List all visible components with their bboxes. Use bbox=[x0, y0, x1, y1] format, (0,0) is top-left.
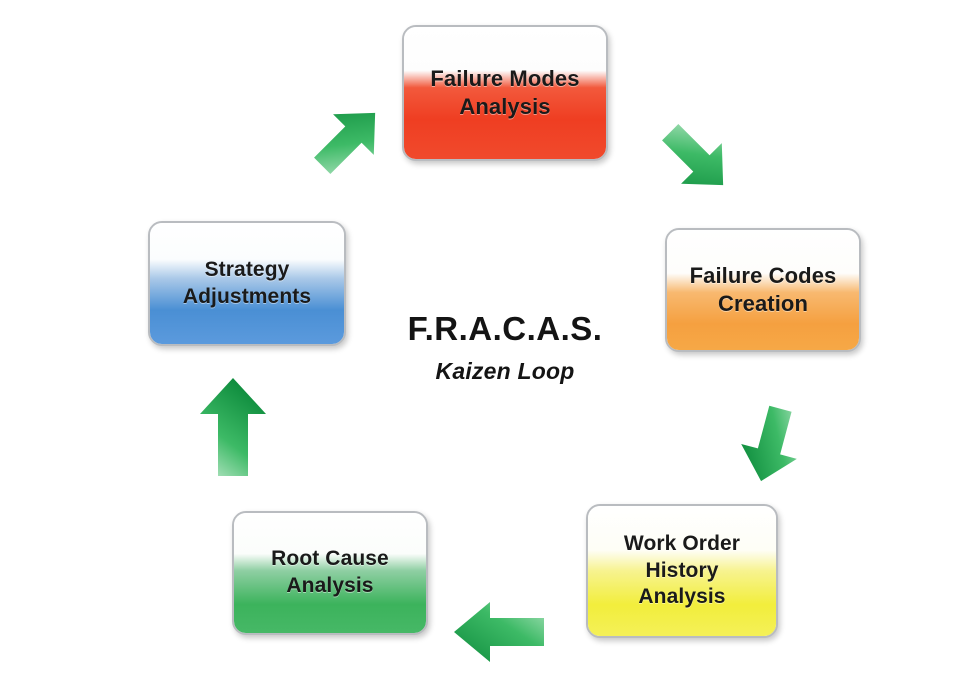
arrow-root-cause-to-strategy-icon bbox=[190, 372, 276, 480]
node-fill-yellow bbox=[588, 506, 776, 636]
node-line-1: Strategy bbox=[204, 257, 290, 281]
node-label-failure-codes-creation: Failure Codes Creation bbox=[690, 262, 837, 318]
node-failure-modes-analysis[interactable]: Failure Modes Analysis bbox=[402, 25, 608, 161]
node-line-1: Root Cause bbox=[271, 547, 389, 571]
node-fill-green bbox=[234, 513, 426, 633]
arrow-failure-modes-to-failure-codes-icon bbox=[648, 110, 744, 206]
node-line-1: Failure Modes bbox=[430, 65, 580, 91]
node-strategy-adjustments[interactable]: Strategy Adjustments bbox=[148, 221, 346, 346]
diagram-subtitle: Kaizen Loop bbox=[435, 358, 575, 384]
node-work-order-history-analysis[interactable]: Work Order History Analysis bbox=[586, 504, 778, 638]
node-line-1: Work Order bbox=[623, 531, 741, 555]
diagram-title: F.R.A.C.A.S. bbox=[407, 310, 603, 347]
node-line-3: Analysis bbox=[638, 585, 726, 609]
node-line-2: History bbox=[645, 558, 719, 582]
node-label-work-order-history-analysis: Work Order History Analysis bbox=[624, 531, 740, 612]
node-fill-blue bbox=[150, 223, 344, 344]
arrow-failure-codes-to-work-order-icon bbox=[723, 396, 819, 492]
node-line-2: Analysis bbox=[286, 574, 374, 597]
node-line-1: Failure Codes bbox=[689, 262, 837, 288]
arrow-strategy-to-failure-modes-icon bbox=[300, 92, 396, 188]
node-label-strategy-adjustments: Strategy Adjustments bbox=[183, 257, 311, 311]
node-fill-red bbox=[404, 27, 606, 159]
node-line-2: Creation bbox=[717, 291, 809, 316]
node-line-2: Adjustments bbox=[182, 284, 312, 308]
node-fill-orange bbox=[667, 230, 859, 350]
node-label-root-cause-analysis: Root Cause Analysis bbox=[271, 546, 389, 600]
node-label-failure-modes-analysis: Failure Modes Analysis bbox=[430, 65, 579, 121]
node-failure-codes-creation[interactable]: Failure Codes Creation bbox=[665, 228, 861, 352]
node-line-2: Analysis bbox=[459, 94, 551, 119]
center-caption: F.R.A.C.A.S. Kaizen Loop bbox=[360, 312, 650, 385]
arrow-work-order-to-root-cause-icon bbox=[448, 596, 548, 668]
node-root-cause-analysis[interactable]: Root Cause Analysis bbox=[232, 511, 428, 635]
